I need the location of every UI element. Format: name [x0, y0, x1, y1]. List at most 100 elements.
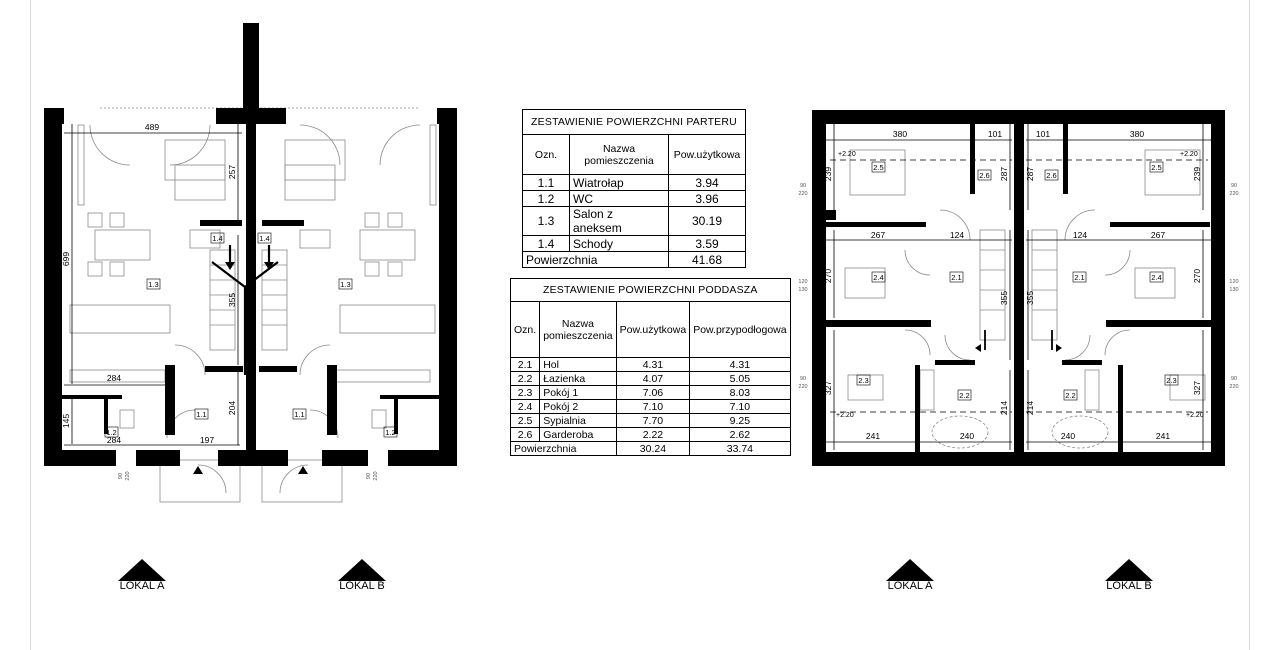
table-row: 2.4 Pokój 2 7.10 7.10	[509, 399, 791, 414]
attic-dim-text: 124	[950, 230, 964, 240]
stair-arrow-head-a	[225, 262, 235, 270]
triangle-icon	[886, 559, 934, 581]
attic-dim-text: 267	[871, 230, 885, 240]
cell-nazwa: Wiatrołap	[569, 174, 669, 191]
triangle-icon	[118, 559, 166, 581]
cell-nazwa: Pokój 1	[539, 385, 617, 400]
svg-text:130: 130	[1229, 287, 1238, 293]
cell-ozn: 1.2	[522, 190, 570, 207]
attic-dim-text: 101	[1036, 129, 1050, 139]
svg-text:90: 90	[800, 183, 806, 189]
attic-area-table: ZESTAWIENIE POWIERZCHNI PODDASZA Ozn. Na…	[509, 278, 791, 456]
attic-furniture	[830, 149, 1208, 449]
room-label: 2.3	[1166, 376, 1176, 385]
svg-text:220: 220	[373, 471, 379, 480]
cell-nazwa: Pokój 2	[539, 399, 617, 414]
svg-text:130: 130	[798, 287, 807, 293]
attic-dim-text: 287	[999, 167, 1009, 181]
svg-text:220: 220	[798, 191, 807, 197]
attic-dim-text: 355	[999, 291, 1009, 305]
room-label: 1.1	[294, 410, 304, 419]
lokal-marker-b-ground: LOKAL B	[330, 559, 394, 592]
triangle-icon	[1105, 559, 1153, 581]
cell-ozn: 2.3	[509, 385, 541, 400]
room-label: 2.5	[873, 163, 883, 172]
total-label: Powierzchnia	[522, 251, 669, 268]
ground-dim-text: 257	[227, 165, 237, 179]
cell-ozn: 2.4	[509, 399, 541, 414]
attic-dim-text: 327	[823, 381, 833, 395]
col-header-ozn: Ozn.	[509, 301, 541, 358]
room-label: 2.5	[1151, 163, 1161, 172]
attic-arrow-b	[1056, 344, 1062, 352]
cell-floor: 5.05	[689, 371, 791, 386]
cell-floor: 4.31	[689, 357, 791, 372]
svg-text:120: 120	[1229, 279, 1238, 285]
attic-dim-text: 380	[893, 129, 907, 139]
cell-pow: 4.07	[615, 371, 691, 386]
table-total-row: Powierzchnia 30.24 33.74	[510, 441, 791, 456]
svg-text:90: 90	[1231, 183, 1237, 189]
attic-dim-text: 267	[1151, 230, 1165, 240]
ground-floor-plan: 489 257 699 355 284 145 284 197 204 1.3 …	[44, 23, 457, 503]
svg-text:220: 220	[1229, 384, 1238, 390]
attic-room-labels: 2.5 2.6 2.6 2.5 2.4 2.1 2.1 2.4 2.3 2.2 …	[856, 161, 1179, 401]
col-header-ozn: Ozn.	[522, 134, 570, 175]
cell-nazwa: Sypialnia	[539, 413, 617, 428]
cell-nazwa: Łazienka	[539, 371, 617, 386]
cell-ozn: 2.5	[509, 413, 541, 428]
level-mark: +2.20	[838, 151, 856, 158]
cell-pow: 7.06	[615, 385, 691, 400]
ground-room-labels: 1.3 1.3 1.4 1.4 1.1 1.1 1.2 1.2	[104, 232, 398, 438]
ground-dim-text: 204	[227, 401, 237, 415]
attic-dimension-texts: 380 101 101 380 239 287 287 239 267 124 …	[823, 129, 1202, 441]
attic-dim-text: 287	[1025, 167, 1035, 181]
entry-arrow-b	[298, 466, 308, 474]
cell-pow: 3.59	[668, 235, 746, 252]
room-label: 1.1	[196, 410, 206, 419]
room-label: 1.2	[385, 428, 395, 437]
svg-text:90: 90	[800, 376, 806, 382]
attic-dim-text: 214	[1025, 401, 1035, 415]
cell-nazwa: Salon z aneksem	[569, 206, 669, 236]
room-label: 1.3	[148, 280, 158, 289]
attic-level-marks: +2.20 +2.20 +2.20 +2.20	[836, 151, 1204, 419]
ground-dimension-texts: 489 257 699 355 284 145 284 197 204	[61, 122, 237, 445]
level-mark: +2.20	[836, 412, 854, 419]
room-label: 2.2	[959, 391, 969, 400]
cell-pow: 3.94	[668, 174, 746, 191]
svg-text:90: 90	[118, 473, 124, 479]
cell-ozn: 1.1	[522, 174, 570, 191]
table-total-row: Powierzchnia 41.68	[522, 251, 746, 268]
table-row: 2.6 Garderoba 2.22 2.62	[509, 427, 791, 442]
total-value: 41.68	[668, 251, 746, 268]
frame-border-right	[1249, 0, 1250, 650]
cell-floor: 8.03	[689, 385, 791, 400]
total-label: Powierzchnia	[510, 441, 617, 456]
attic-floor-plan: 380 101 101 380 239 287 287 239 267 124 …	[798, 110, 1239, 466]
stair-arrow-head-b	[264, 262, 274, 270]
ground-dim-text: 489	[145, 122, 159, 132]
lokal-marker-a-ground: LOKAL A	[110, 559, 174, 592]
svg-text:90: 90	[1231, 376, 1237, 382]
room-label: 2.6	[1046, 171, 1056, 180]
triangle-icon	[338, 559, 386, 581]
cell-floor: 2.62	[689, 427, 791, 442]
ground-dim-text: 355	[227, 293, 237, 307]
attic-dim-text: 355	[1025, 291, 1035, 305]
attic-window-notes: 90 220 120 130 90 220 90 220 120 130 90 …	[798, 183, 1238, 390]
room-label: 1.4	[212, 234, 222, 243]
cell-ozn: 2.2	[509, 371, 541, 386]
table-row: 1.2 WC 3.96	[522, 190, 746, 207]
room-label: 1.4	[259, 234, 269, 243]
lokal-label: LOKAL A	[119, 580, 165, 592]
attic-stair-arrows	[984, 330, 1053, 350]
ground-stair-arrows	[211, 245, 279, 375]
table-row: 2.3 Pokój 1 7.06 8.03	[509, 385, 791, 400]
frame-border-left	[30, 0, 31, 650]
svg-text:220: 220	[798, 384, 807, 390]
table-row: 1.4 Schody 3.59	[522, 235, 746, 252]
table-title: ZESTAWIENIE POWIERZCHNI PODDASZA	[510, 278, 791, 302]
room-label: 2.2	[1065, 391, 1075, 400]
